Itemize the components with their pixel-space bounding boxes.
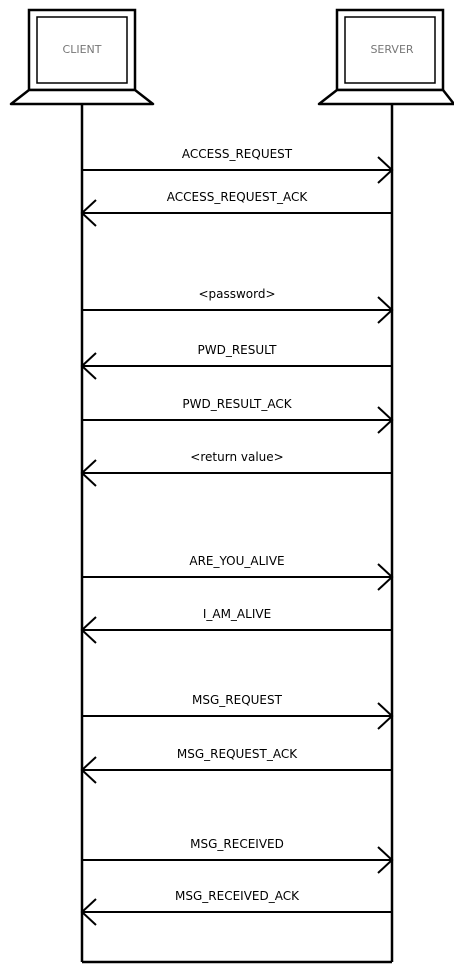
message-label: MSG_RECEIVED — [190, 837, 284, 851]
arrowhead-icon — [377, 406, 394, 434]
server-label: SERVER — [370, 43, 413, 56]
message-8: I_AM_ALIVE — [80, 607, 392, 644]
message-3: <password> — [82, 287, 394, 324]
message-1: ACCESS_REQUEST — [82, 147, 394, 184]
message-label: I_AM_ALIVE — [203, 607, 271, 621]
message-label: MSG_REQUEST — [192, 693, 283, 707]
message-4: PWD_RESULT — [80, 343, 392, 380]
message-arrows: ACCESS_REQUEST ACCESS_REQUEST_ACK <passwor… — [80, 147, 394, 926]
arrowhead-icon — [80, 199, 97, 227]
arrowhead-icon — [377, 846, 394, 874]
server-laptop-icon: SERVER — [317, 8, 454, 106]
message-label: <return value> — [190, 450, 283, 464]
message-label: ACCESS_REQUEST — [182, 147, 293, 161]
message-label: PWD_RESULT — [197, 343, 277, 357]
message-9: MSG_REQUEST — [82, 693, 394, 730]
message-label: PWD_RESULT_ACK — [182, 397, 292, 411]
message-10: MSG_REQUEST_ACK — [80, 747, 392, 784]
arrowhead-icon — [377, 296, 394, 324]
arrowhead-icon — [80, 756, 97, 784]
arrowhead-icon — [80, 616, 97, 644]
arrowhead-icon — [80, 898, 97, 926]
arrowhead-icon — [377, 156, 394, 184]
message-6: <return value> — [80, 450, 392, 487]
message-2: ACCESS_REQUEST_ACK — [80, 190, 392, 227]
arrowhead-icon — [377, 702, 394, 730]
message-11: MSG_RECEIVED — [82, 837, 394, 874]
arrowhead-icon — [80, 459, 97, 487]
message-5: PWD_RESULT_ACK — [82, 397, 394, 434]
message-label: ARE_YOU_ALIVE — [189, 554, 284, 568]
message-label: MSG_RECEIVED_ACK — [175, 889, 300, 903]
message-label: MSG_REQUEST_ACK — [177, 747, 298, 761]
message-7: ARE_YOU_ALIVE — [82, 554, 394, 591]
arrowhead-icon — [377, 563, 394, 591]
message-12: MSG_RECEIVED_ACK — [80, 889, 392, 926]
client-label: CLIENT — [63, 43, 102, 56]
client-laptop-icon: CLIENT — [9, 8, 155, 106]
message-label: <password> — [198, 287, 275, 301]
arrowhead-icon — [80, 352, 97, 380]
message-label: ACCESS_REQUEST_ACK — [167, 190, 309, 204]
